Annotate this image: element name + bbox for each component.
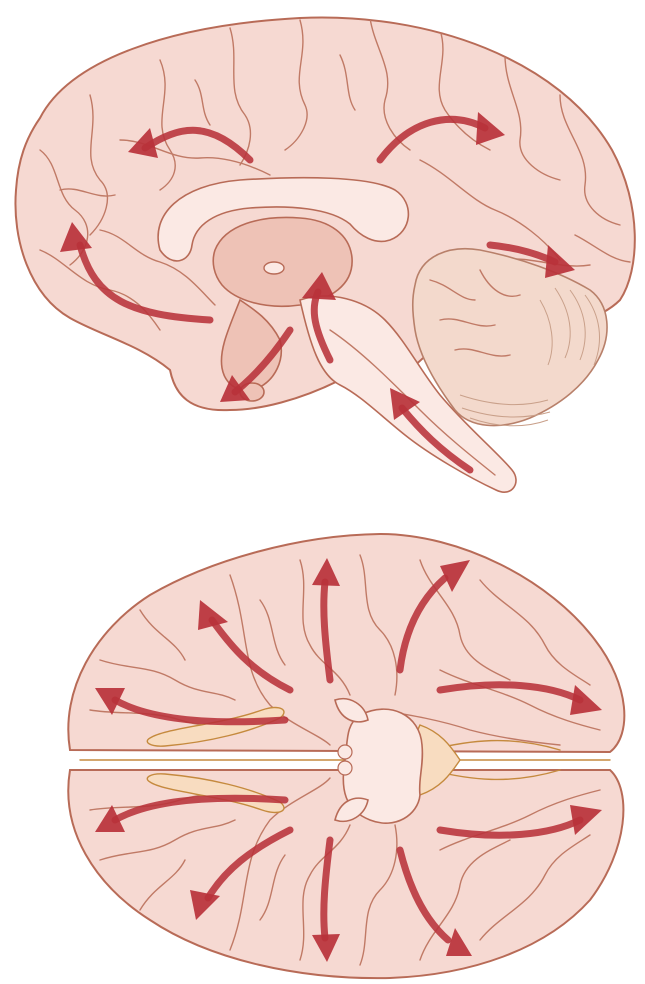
upper-hemisphere <box>68 534 624 752</box>
ventral-brain-panel <box>0 520 645 984</box>
mammillary-body-2 <box>338 761 352 775</box>
mammillary-body-1 <box>338 745 352 759</box>
lower-hemisphere <box>68 770 623 978</box>
interthalamic-adhesion <box>264 262 284 274</box>
sagittal-brain-illustration <box>0 0 645 500</box>
sagittal-brain-panel <box>0 0 645 500</box>
ventral-brain-illustration <box>0 520 645 984</box>
